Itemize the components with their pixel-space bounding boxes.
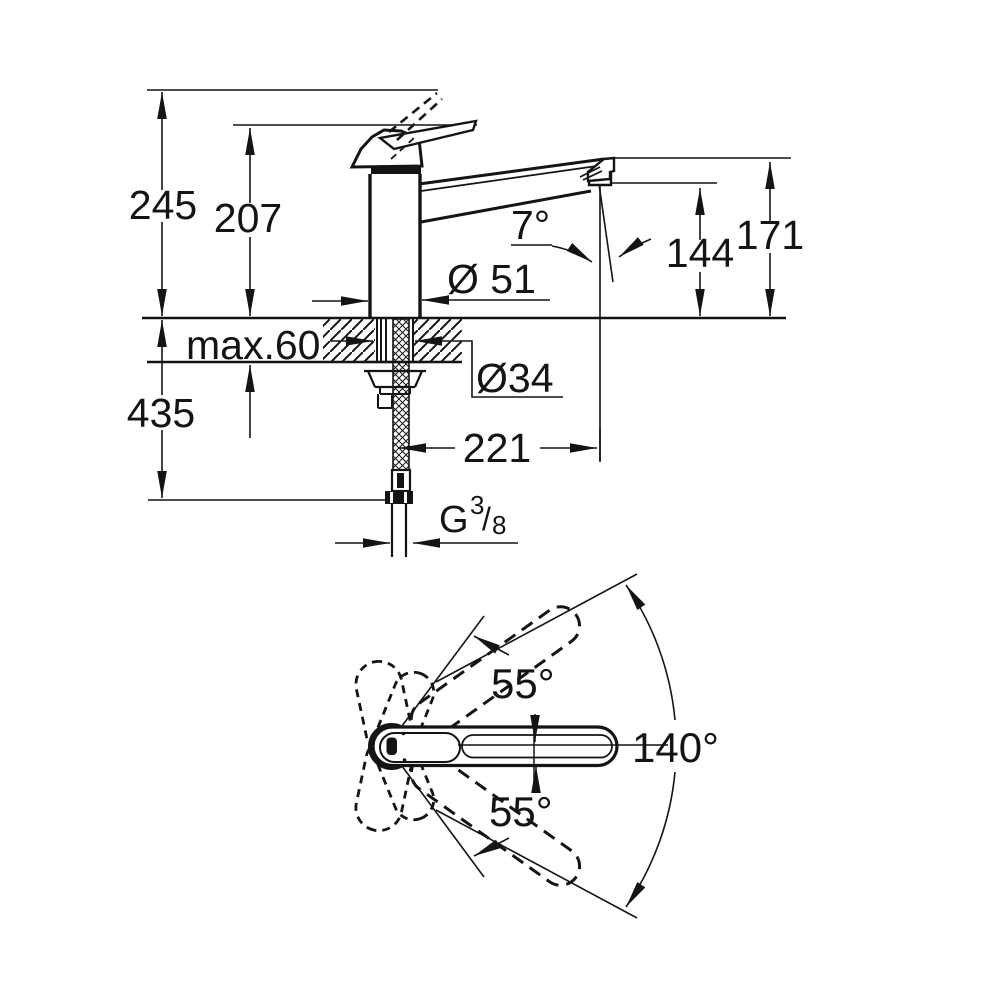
dim-depth-below: 435 xyxy=(127,390,195,436)
dim-counter-thickness: max.60 xyxy=(186,322,320,368)
spout-bottom-edge xyxy=(420,189,592,224)
threaded-shank xyxy=(376,319,414,361)
side-view-labels: 245 207 435 max.60 Ø 51 Ø34 7° 144 171 2… xyxy=(127,182,804,541)
mounting-flange xyxy=(362,360,428,389)
leader-55-lower xyxy=(473,837,510,857)
upper-55-boundary xyxy=(395,615,485,735)
angle-leader-right xyxy=(618,237,652,258)
dim-lever-height: 207 xyxy=(214,195,282,241)
spout-root xyxy=(379,732,461,763)
dim-outlet-height: 144 xyxy=(666,230,734,276)
arc-140-lower xyxy=(625,771,676,908)
thread-numerator: 3 xyxy=(470,490,484,520)
mounting-nut xyxy=(379,387,411,395)
angle-annotations xyxy=(395,573,676,919)
handle-lever xyxy=(377,119,478,151)
angle-140-total: 140° xyxy=(632,724,719,771)
spout-top-inner-edge xyxy=(420,164,605,192)
spout-outlet xyxy=(587,172,613,187)
leader-55-upper xyxy=(473,635,510,656)
dimension-lines xyxy=(157,92,775,548)
dim-base-diameter: Ø 51 xyxy=(447,256,536,302)
dim-total-height: 245 xyxy=(129,182,197,228)
spout-top-edge xyxy=(418,157,605,186)
handle-raised-dashed-1 xyxy=(388,91,438,134)
lower-140-boundary xyxy=(435,809,638,919)
top-view-labels: 55° 55° 140° xyxy=(489,660,719,835)
angle-55-upper: 55° xyxy=(491,660,555,707)
lower-55-boundary xyxy=(395,757,485,878)
upper-140-boundary xyxy=(435,573,638,683)
dim-hole-diameter: Ø34 xyxy=(476,355,554,401)
base-joint-ring xyxy=(371,166,421,174)
faucet-body xyxy=(349,91,616,318)
extension-lines xyxy=(147,89,791,501)
handle-raised-dashed-2 xyxy=(396,98,443,141)
shank-stub xyxy=(377,394,393,409)
dim-spout-reach: 221 xyxy=(463,425,531,471)
angle-leader-left xyxy=(551,243,593,263)
side-view: 245 207 435 max.60 Ø 51 Ø34 7° 144 171 2… xyxy=(127,89,804,557)
handle-mark xyxy=(386,737,397,755)
connection-tube xyxy=(390,504,408,557)
thread-denominator: 8 xyxy=(492,510,506,540)
shank-and-hose xyxy=(362,318,428,557)
handle-facet-dashed xyxy=(390,137,415,160)
dim-spout-angle: 7° xyxy=(511,202,550,248)
top-view: 55° 55° 140° xyxy=(354,573,719,919)
spout-inner-tube xyxy=(461,734,613,759)
hole-diameter-leader xyxy=(415,336,563,398)
thread-slash: / xyxy=(482,501,491,537)
angle-55-lower: 55° xyxy=(489,788,553,835)
hose-nut xyxy=(385,491,413,504)
spout-tilt-line xyxy=(598,183,614,283)
counter-hatch-left xyxy=(323,319,375,361)
arc-140-upper xyxy=(625,584,676,721)
dim-spout-top-height: 171 xyxy=(736,212,804,258)
faucet-top-view xyxy=(368,714,668,793)
thread-letter: G xyxy=(439,499,469,541)
counter-hatch-right xyxy=(414,319,462,361)
